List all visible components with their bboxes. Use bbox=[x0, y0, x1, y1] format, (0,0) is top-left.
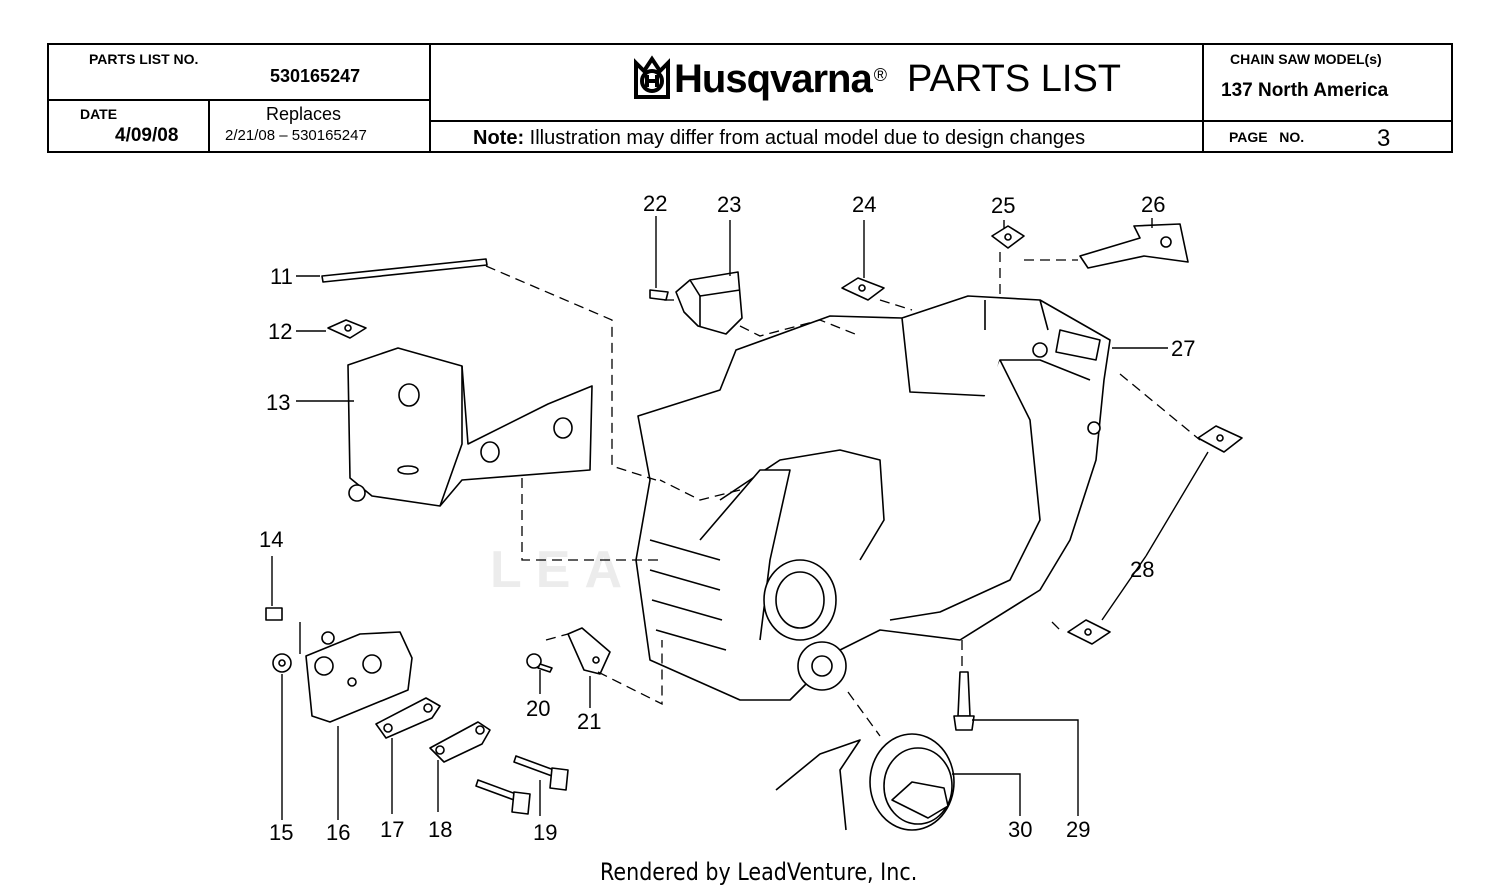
part-30-oil-cap bbox=[775, 733, 955, 831]
divider bbox=[1202, 45, 1204, 151]
part-29-bolt bbox=[953, 671, 975, 731]
parts-list-no-label: PARTS LIST NO. bbox=[89, 51, 199, 67]
parts-list-header bbox=[47, 43, 1453, 153]
part-14-screw bbox=[265, 607, 283, 621]
callout-30: 30 bbox=[1008, 817, 1032, 842]
callout-17: 17 bbox=[380, 817, 404, 842]
design-note: Note: Illustration may differ from actua… bbox=[473, 128, 1085, 148]
leader-lines bbox=[271, 216, 1209, 820]
callout-22: 22 bbox=[643, 191, 667, 216]
parts-list-no: 530165247 bbox=[270, 66, 361, 86]
page-label: PAGE NO. bbox=[1229, 129, 1305, 145]
part-20-screw bbox=[526, 653, 553, 673]
divider bbox=[429, 45, 431, 151]
callout-20: 20 bbox=[526, 696, 550, 721]
part-19-screw bbox=[475, 755, 569, 815]
part-23-guard bbox=[675, 271, 743, 335]
brand-name: Husqvarna bbox=[674, 56, 873, 101]
callout-18: 18 bbox=[428, 817, 452, 842]
parts-list-title: PARTS LIST bbox=[907, 57, 1122, 100]
registered-mark: ® bbox=[873, 64, 888, 85]
date-label: DATE bbox=[80, 106, 118, 122]
replaces-value: 2/21/08 – 530165247 bbox=[225, 127, 367, 144]
part-28-clip-nut bbox=[1067, 425, 1243, 645]
part-11-rod bbox=[321, 258, 488, 283]
part-25-clip-nut bbox=[991, 225, 1025, 249]
divider bbox=[49, 99, 429, 101]
assembly-dashed-lines bbox=[485, 252, 1201, 737]
part-26-lever bbox=[1079, 223, 1189, 269]
callout-23: 23 bbox=[717, 192, 741, 217]
part-13-bracket bbox=[347, 347, 593, 507]
callout-numbers: 11 12 13 14 15 16 17 18 19 20 21 22 23 2… bbox=[259, 191, 1195, 845]
part-21-catcher bbox=[567, 627, 611, 675]
callout-13: 13 bbox=[266, 390, 290, 415]
callout-27: 27 bbox=[1171, 336, 1195, 361]
callout-19: 19 bbox=[533, 820, 557, 845]
callout-25: 25 bbox=[991, 193, 1015, 218]
callout-21: 21 bbox=[577, 709, 601, 734]
part-15-nut bbox=[272, 653, 292, 673]
model-label: CHAIN SAW MODEL(s) bbox=[1230, 51, 1382, 67]
callout-16: 16 bbox=[326, 820, 350, 845]
part-27-crankcase bbox=[635, 295, 1111, 701]
note-text: Illustration may differ from actual mode… bbox=[524, 127, 1086, 149]
callout-15: 15 bbox=[269, 820, 293, 845]
callout-11: 11 bbox=[270, 264, 293, 289]
part-16-side-plate bbox=[305, 631, 413, 723]
part-18-plate bbox=[429, 721, 491, 763]
callout-12: 12 bbox=[268, 319, 292, 344]
callout-29: 29 bbox=[1066, 817, 1090, 842]
callout-28: 28 bbox=[1130, 557, 1154, 582]
divider bbox=[208, 100, 210, 151]
part-24-clip-nut bbox=[841, 277, 885, 301]
model-value: 137 North America bbox=[1221, 80, 1389, 101]
date-value: 4/09/08 bbox=[115, 125, 179, 146]
crown-h-icon bbox=[634, 55, 670, 99]
footer-credit: Rendered by LeadVenture, Inc. bbox=[600, 858, 918, 886]
callout-14: 14 bbox=[259, 527, 283, 552]
page-number: 3 bbox=[1377, 125, 1391, 152]
part-12-clip-nut bbox=[327, 319, 367, 339]
part-22-screw bbox=[649, 289, 669, 301]
divider bbox=[429, 120, 1453, 122]
callout-26: 26 bbox=[1141, 192, 1165, 217]
callout-24: 24 bbox=[852, 192, 876, 217]
note-label: Note: bbox=[473, 127, 525, 149]
part-17-plate bbox=[375, 697, 441, 739]
replaces-label: Replaces bbox=[266, 104, 342, 124]
husqvarna-logo: Husqvarna ® PARTS LIST bbox=[630, 55, 1121, 103]
